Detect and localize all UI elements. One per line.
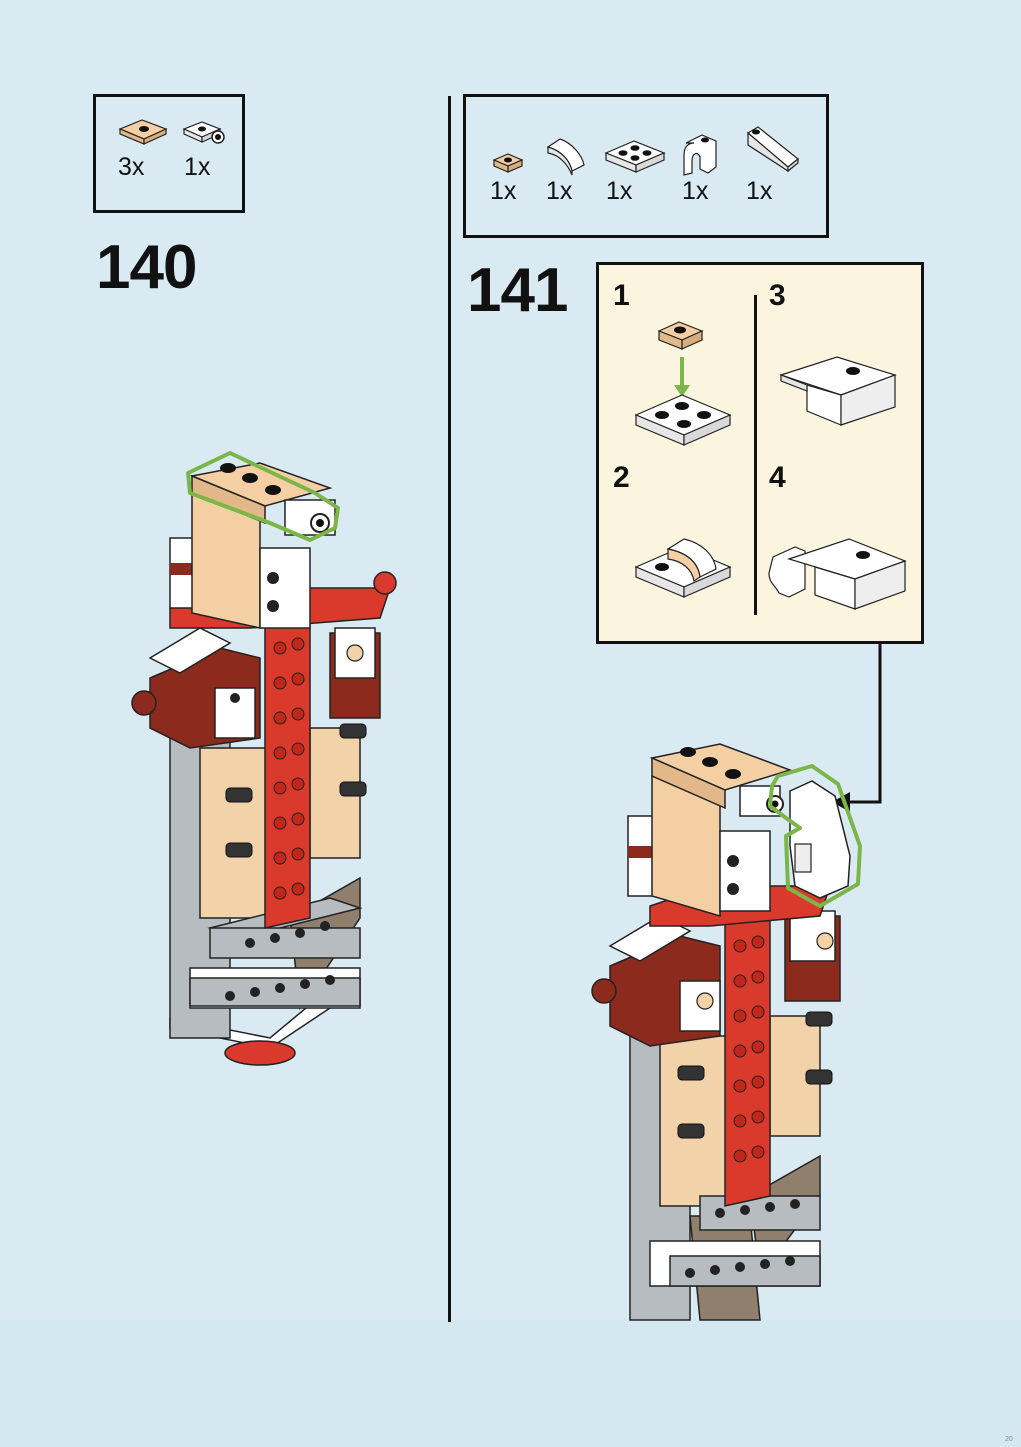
page-footer-band [0, 1320, 1021, 1447]
white-wedge-slope-icon [744, 123, 802, 173]
step-141-parts-box: 1x 1x 1x 1x 1x [463, 94, 829, 238]
step-140-part-1-qty: 3x [118, 153, 144, 182]
step-140-number: 140 [96, 232, 196, 303]
sub-assembly-panel: 1 2 3 4 [596, 262, 924, 644]
step-141-part-1-qty: 1x [490, 177, 516, 206]
step-141-part-2-qty: 1x [546, 177, 572, 206]
sub-step-2-illustration [634, 521, 734, 611]
white-curved-slope-icon [544, 135, 588, 177]
white-clip-plate-icon [182, 119, 228, 151]
sub-step-1-illustration [634, 317, 734, 447]
white-arch-brick-icon [680, 129, 720, 179]
step-divider [448, 96, 451, 1322]
sub-step-4-number: 4 [769, 461, 786, 495]
sub-step-3-illustration [777, 345, 912, 435]
step-141-model-illustration [590, 736, 880, 1320]
page-footer-mark: 20 [1005, 1436, 1013, 1443]
step-140-part-2-qty: 1x [184, 153, 210, 182]
sub-step-4-illustration [765, 527, 915, 617]
sub-step-1-number: 1 [613, 279, 630, 313]
step-140-model-illustration [130, 448, 410, 1098]
white-plate-2x2-icon [604, 137, 666, 177]
sub-step-3-number: 3 [769, 279, 786, 313]
tan-plate-1x2-icon [118, 117, 168, 147]
step-141-part-3-qty: 1x [606, 177, 632, 206]
step-140-parts-box: 3x 1x [93, 94, 245, 213]
sub-step-2-number: 2 [613, 461, 630, 495]
sub-panel-divider [754, 295, 757, 615]
step-141-part-4-qty: 1x [682, 177, 708, 206]
step-141-part-5-qty: 1x [746, 177, 772, 206]
tan-plate-1x1-icon [492, 151, 524, 177]
step-141-number: 141 [467, 255, 567, 326]
